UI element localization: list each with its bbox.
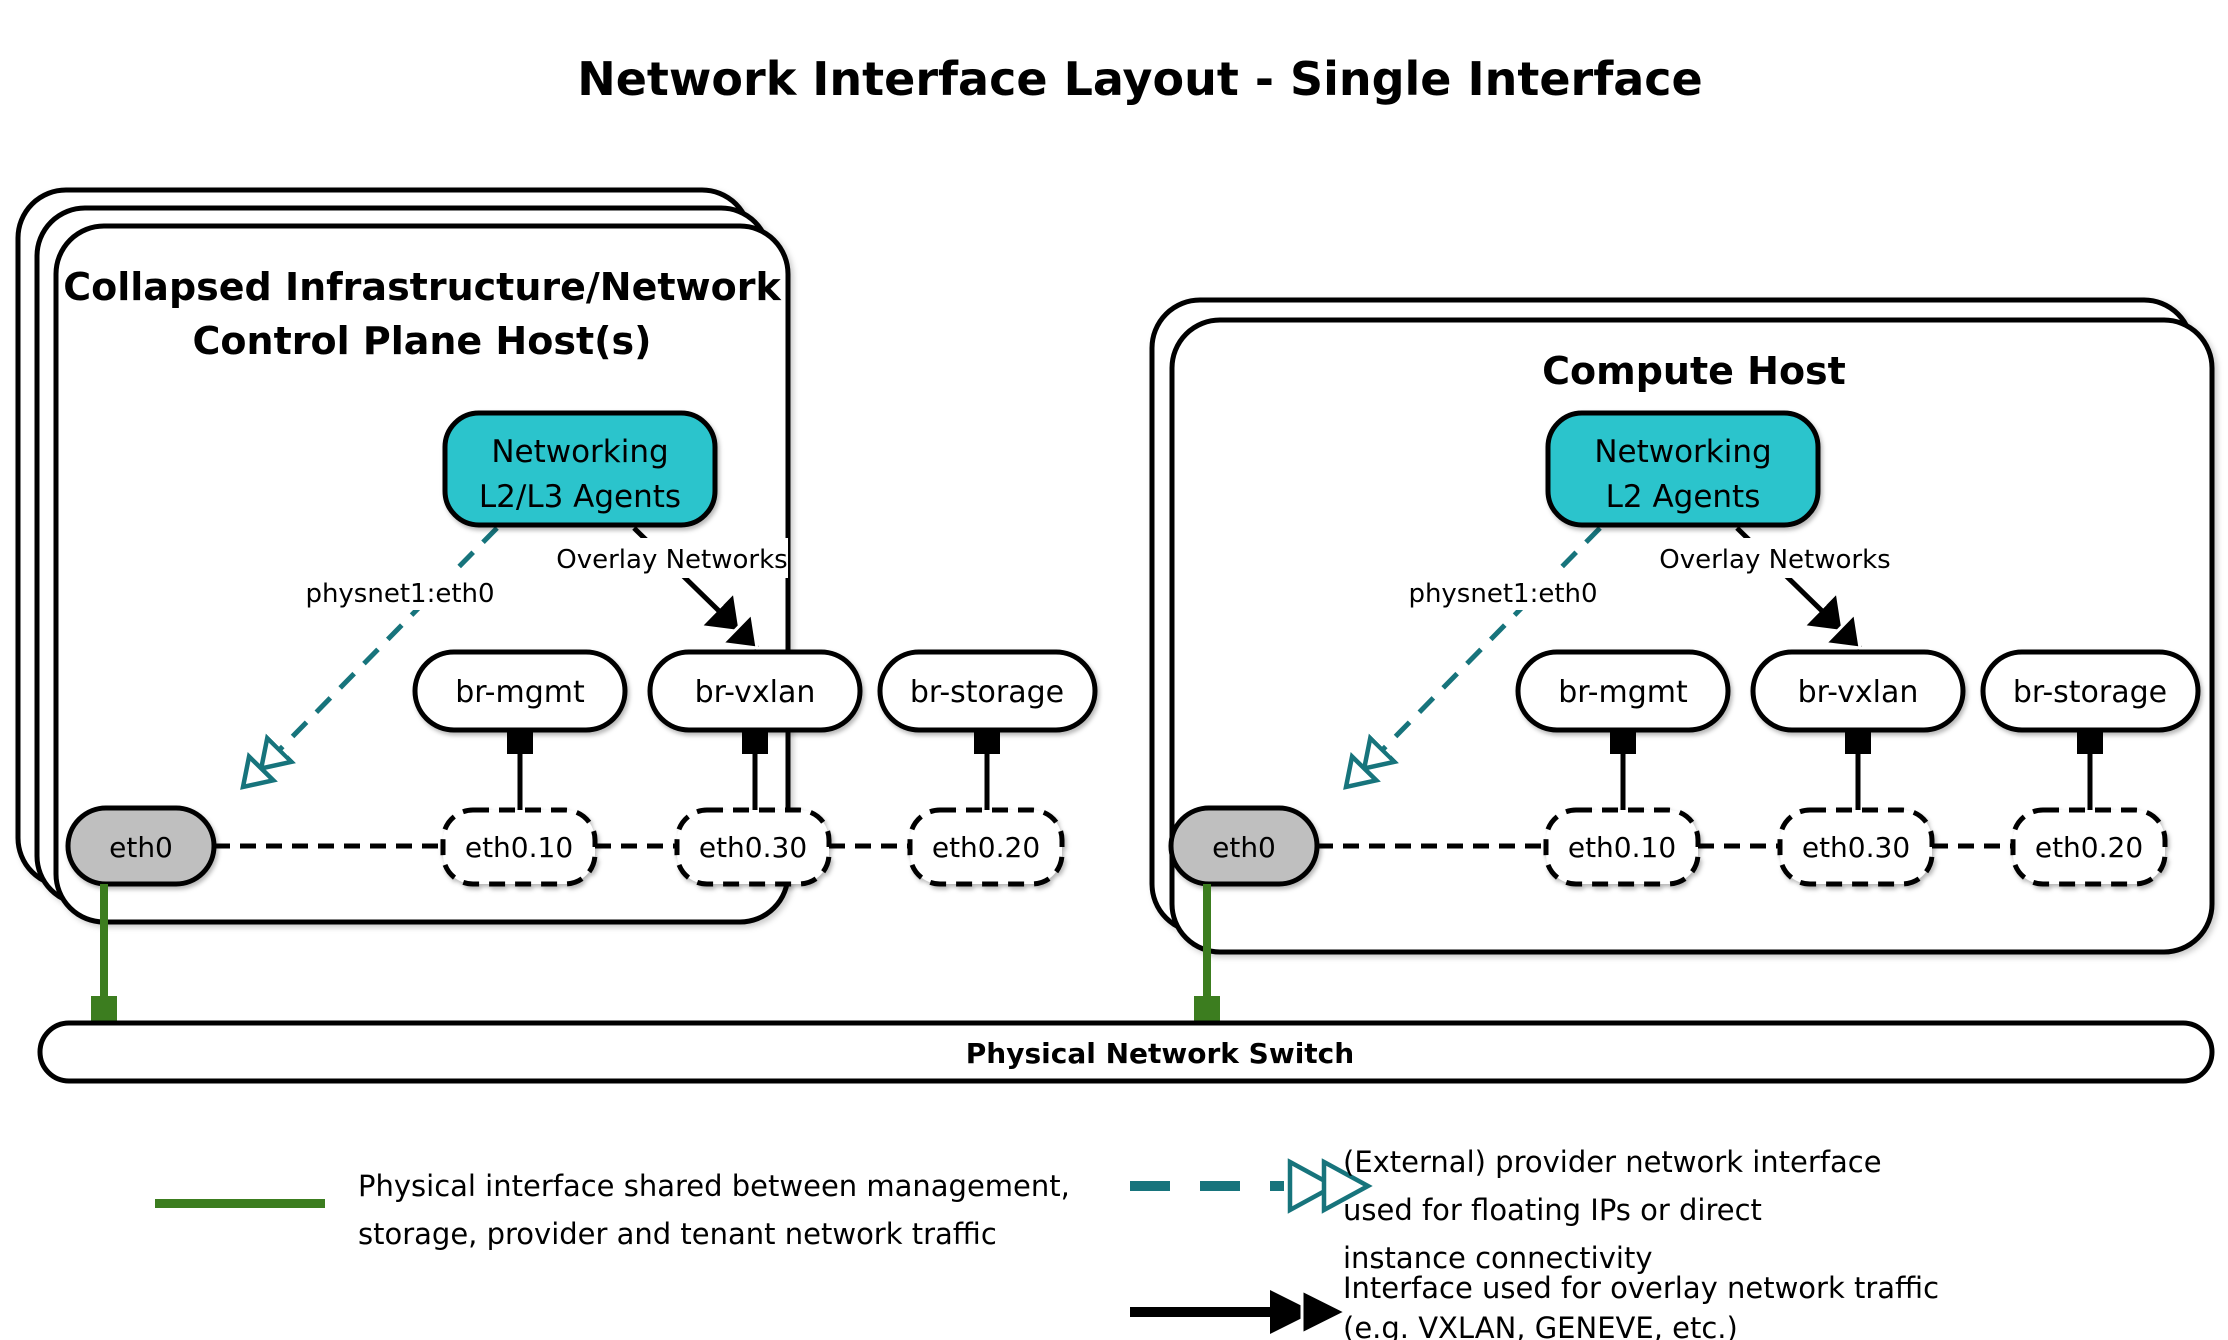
bridge-mgmt-label: br-mgmt [455,675,585,710]
diagram-title: Network Interface Layout - Single Interf… [577,52,1703,106]
vlan-eth020-label: eth0.20 [2035,831,2143,864]
legend: Physical interface shared between manage… [155,1145,1939,1340]
networking-agents-node [442,410,718,528]
legend-overlay-line1: Interface used for overlay network traff… [1343,1271,1939,1305]
switch-port-square [1194,996,1220,1022]
compute-host-title: Compute Host [1542,349,1846,393]
provider-label-background [300,572,500,610]
vxlan-port-square [1845,728,1871,754]
vlan-eth030-label: eth0.30 [699,831,807,864]
vxlan-port-square [742,728,768,754]
legend-physical-line2: storage, provider and tenant network tra… [358,1217,997,1251]
provider-label-background [1403,572,1603,610]
physical-interface-label: eth0 [1212,831,1276,864]
bridge-storage-label: br-storage [910,675,1064,710]
vlan-eth020-label: eth0.20 [932,831,1040,864]
provider-arrowhead-icon [1287,1158,1339,1214]
control-host-title-line2: Control Plane Host(s) [193,319,652,363]
overlay-label-background [1659,538,1891,578]
legend-provider-line2: used for floating IPs or direct [1343,1193,1762,1227]
legend-overlay-line2: (e.g. VXLAN, GENEVE, etc.) [1343,1311,1738,1340]
legend-physical-line1: Physical interface shared between manage… [358,1169,1070,1203]
physical-network-switch: Physical Network Switch [37,1020,2215,1084]
switch-bar [37,1020,2215,1084]
control-host-title-line1: Collapsed Infrastructure/Network [63,265,781,309]
physical-line-swatch [155,1199,325,1208]
provider-network-arrow [1346,526,1602,787]
vlan-eth010-node [440,807,598,887]
compute-host-box [1169,317,2215,955]
overlay-label: Overlay Networks [556,545,787,575]
vlan-eth010-label: eth0.10 [465,831,573,864]
agent-label-line2: L2/L3 Agents [479,479,681,515]
bridge-vxlan-label: br-vxlan [1798,675,1919,710]
agent-label-line1: Networking [1594,434,1771,470]
provider-arrowhead-icon [1321,1158,1373,1214]
bridge-vxlan-label: br-vxlan [695,675,816,710]
agent-label-line2: L2 Agents [1606,479,1761,515]
overlay-arrowhead-icon [1300,1287,1350,1337]
vlan-eth010-node [1543,807,1701,887]
control-plane-host: Collapsed Infrastructure/Network Control… [15,187,1098,1022]
bridge-mgmt-label: br-mgmt [1558,675,1688,710]
bridge-storage-label: br-storage [2013,675,2167,710]
overlay-label: Overlay Networks [1659,545,1890,575]
legend-item-provider: (External) provider network interface us… [1130,1145,1882,1275]
mgmt-port-square [507,728,533,754]
overlay-arrowhead-icon [1270,1290,1314,1334]
mgmt-port-square [1610,728,1636,754]
provider-label: physnet1:eth0 [1408,579,1597,609]
legend-item-overlay: Interface used for overlay network traff… [1130,1271,1939,1340]
networking-agents-node [1545,410,1821,528]
provider-network-arrow [243,526,499,787]
legend-item-physical: Physical interface shared between manage… [155,1169,1070,1251]
legend-provider-line1: (External) provider network interface [1343,1145,1882,1179]
vlan-eth010-label: eth0.10 [1568,831,1676,864]
switch-port-square [91,996,117,1022]
storage-port-square [974,728,1000,754]
legend-provider-line3: instance connectivity [1343,1241,1652,1275]
overlay-label-background [556,538,788,578]
compute-host: Compute Host physnet1:eth0 Overlay Netwo… [1149,297,2215,1022]
provider-label: physnet1:eth0 [305,579,494,609]
vlan-eth030-label: eth0.30 [1802,831,1910,864]
switch-label: Physical Network Switch [966,1037,1354,1070]
physical-interface-label: eth0 [109,831,173,864]
storage-port-square [2077,728,2103,754]
agent-label-line1: Networking [491,434,668,470]
